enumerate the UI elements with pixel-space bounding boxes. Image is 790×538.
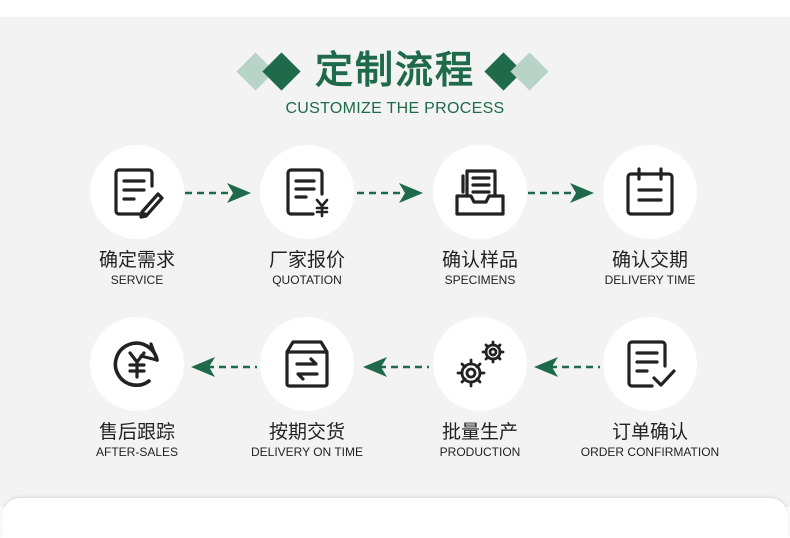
step-subtitle: SERVICE xyxy=(110,273,164,287)
sample-tray-icon xyxy=(455,169,505,216)
arrow-left-icon xyxy=(534,357,600,377)
step-title: 厂家报价 xyxy=(268,249,345,271)
step-specimens: 确认样品 SPECIMENS xyxy=(405,145,555,288)
title-block: 定制流程 xyxy=(0,44,790,96)
calendar-icon xyxy=(626,167,674,216)
step-title: 售后跟踪 xyxy=(98,421,175,443)
step-title: 批量生产 xyxy=(441,421,518,443)
step-subtitle: DELIVERY TIME xyxy=(604,273,696,287)
step-title: 确认样品 xyxy=(441,249,518,271)
arrow-right-icon xyxy=(528,183,594,203)
delivery-box-icon xyxy=(285,340,329,388)
step-production: 批量生产 PRODUCTION xyxy=(405,317,555,460)
step-delivery-time: 确认交期 DELIVERY TIME xyxy=(575,145,725,288)
step-subtitle: ORDER CONFIRMATION xyxy=(580,445,720,459)
step-order-confirmation: 订单确认 ORDER CONFIRMATION xyxy=(575,317,725,460)
arrow-right-icon xyxy=(185,183,251,203)
document-edit-icon xyxy=(114,168,164,219)
step-subtitle: AFTER-SALES xyxy=(95,445,179,459)
refresh-yen-icon xyxy=(113,341,159,387)
step-after-sales: 售后跟踪 AFTER-SALES xyxy=(62,317,212,460)
step-subtitle: PRODUCTION xyxy=(439,445,521,459)
step-circle xyxy=(433,145,527,239)
step-title: 确认交期 xyxy=(611,249,688,271)
step-circle xyxy=(90,317,184,411)
step-circle xyxy=(260,145,354,239)
step-circle xyxy=(260,317,354,411)
step-title: 确定需求 xyxy=(98,249,175,271)
arrow-right-icon xyxy=(357,183,423,203)
page-title: 定制流程 xyxy=(314,48,475,92)
arrow-left-icon xyxy=(363,357,429,377)
step-title: 按期交货 xyxy=(268,421,345,443)
step-circle xyxy=(433,317,527,411)
gears-icon xyxy=(456,340,505,388)
step-circle xyxy=(90,145,184,239)
step-delivery-on-time: 按期交货 DELIVERY ON TIME xyxy=(232,317,382,460)
page-subtitle: CUSTOMIZE THE PROCESS xyxy=(285,100,505,117)
step-subtitle: DELIVERY ON TIME xyxy=(250,445,364,459)
arrow-left-icon xyxy=(191,357,257,377)
step-quotation: 厂家报价 QUOTATION xyxy=(232,145,382,288)
step-title: 订单确认 xyxy=(611,421,688,443)
process-panel xyxy=(0,17,790,507)
step-circle xyxy=(603,317,697,411)
quotation-yen-icon xyxy=(286,168,329,218)
step-subtitle: SPECIMENS xyxy=(444,273,516,287)
step-service: 确定需求 SERVICE xyxy=(62,145,212,288)
step-circle xyxy=(603,145,697,239)
step-subtitle: QUOTATION xyxy=(272,273,342,287)
order-check-icon xyxy=(627,340,676,388)
bottom-card xyxy=(2,498,788,538)
